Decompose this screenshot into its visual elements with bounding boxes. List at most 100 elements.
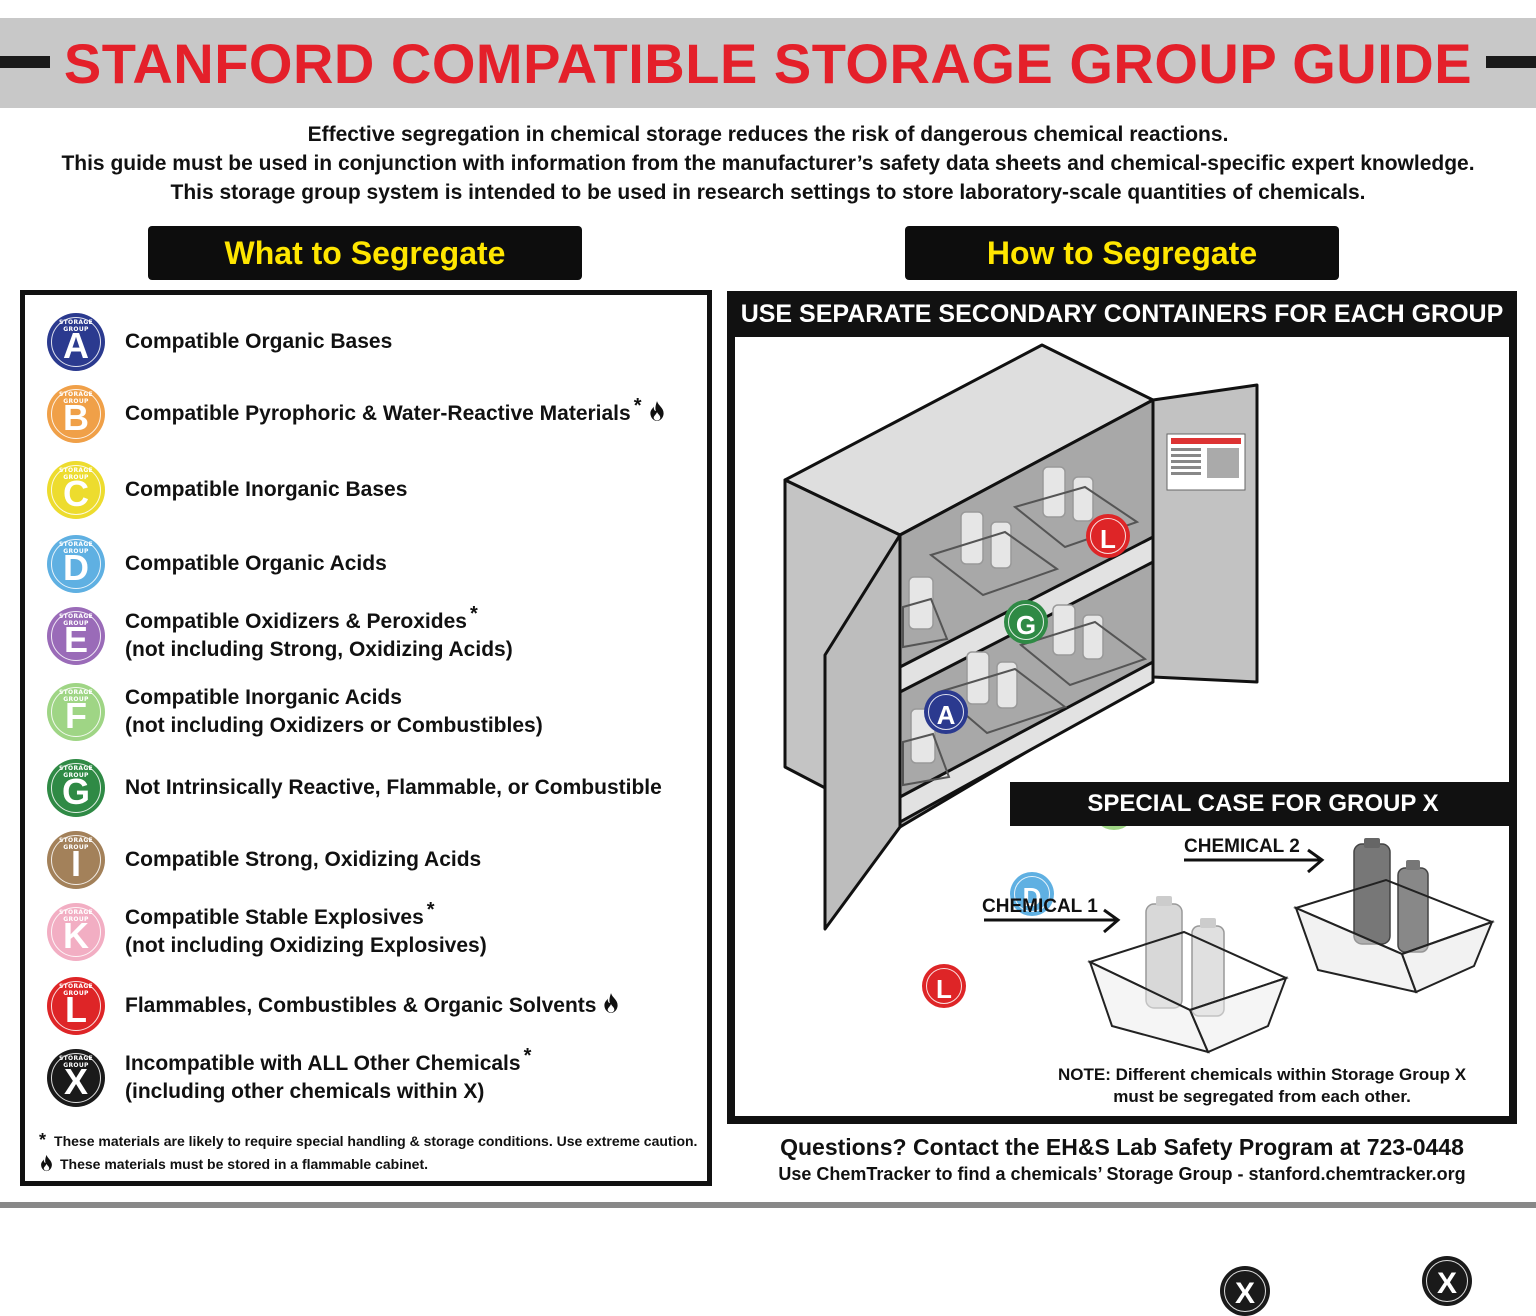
storage-group-description: Compatible Oxidizers & Peroxides* (not in…: [125, 603, 513, 664]
group-line-1: Compatible Inorganic Bases: [125, 478, 408, 501]
storage-group-description: Compatible Strong, Oxidizing Acids: [125, 846, 481, 874]
cabinet-badge-g: G: [1004, 600, 1048, 644]
group-line-1: Incompatible with ALL Other Chemicals*: [125, 1045, 532, 1075]
group-x-trays-illustration: [1087, 838, 1495, 1054]
group-line-1: Not Intrinsically Reactive, Flammable, o…: [125, 776, 662, 799]
badge-caption: STORAGE GROUP: [59, 983, 93, 997]
cabinet-badge-l-top: L: [1086, 514, 1130, 558]
footnote-flame-text: These materials must be stored in a flam…: [60, 1156, 429, 1172]
asterisk-icon: *: [523, 1045, 532, 1067]
storage-group-description: Incompatible with ALL Other Chemicals* (i…: [125, 1045, 532, 1106]
badge-caption: STORAGE GROUP: [59, 837, 93, 851]
secondary-containers-heading: USE SEPARATE SECONDARY CONTAINERS FOR EA…: [740, 299, 1504, 328]
chemical-1-bottles: [1145, 896, 1225, 1017]
storage-group-description: Flammables, Combustibles & Organic Solve…: [125, 992, 620, 1020]
storage-group-description: Compatible Organic Bases: [125, 328, 392, 356]
intro-text: Effective segregation in chemical storag…: [0, 120, 1536, 207]
group-line-2: (including other chemicals within X): [125, 1080, 485, 1103]
asterisk-icon: *: [39, 1130, 47, 1150]
chemical-1-x-badge: X: [1220, 1266, 1270, 1316]
badge-letter: F: [65, 695, 87, 736]
group-line-1: Compatible Organic Acids: [125, 552, 387, 575]
badge-letter: X: [63, 1061, 88, 1102]
storage-group-description: Compatible Inorganic Bases: [125, 476, 407, 504]
chemical-2-label: CHEMICAL 2: [1184, 836, 1300, 857]
note-line-1: NOTE: Different chemicals within Storage…: [1057, 1065, 1467, 1084]
page-title: STANFORD COMPATIBLE STORAGE GROUP GUIDE: [0, 18, 1536, 108]
intro-line-2: This guide must be used in conjunction w…: [61, 152, 1475, 175]
badge-caption: STORAGE GROUP: [59, 467, 93, 481]
storage-group-description: Compatible Stable Explosives* (not includ…: [125, 899, 487, 960]
group-line-2: (not including Oxidizers or Combustibles…: [125, 714, 543, 737]
chemtracker-line: Use ChemTracker to find a chemicals’ Sto…: [778, 1164, 1466, 1184]
storage-group-description: Compatible Organic Acids: [125, 550, 387, 578]
group-line-1: Flammables, Combustibles & Organic Solve…: [125, 992, 620, 1020]
badge-caption: STORAGE GROUP: [59, 391, 93, 405]
badge-caption: STORAGE GROUP: [59, 319, 93, 333]
badge-letter: I: [70, 843, 81, 884]
page-title-text: STANFORD COMPATIBLE STORAGE GROUP GUIDE: [49, 30, 1487, 96]
chemical-2-x-badge: X: [1422, 1256, 1472, 1306]
cabinet-badge-l-bottom: L: [922, 964, 966, 1008]
asterisk-icon: *: [426, 899, 435, 921]
storage-group-description: Compatible Inorganic Acids(not including…: [125, 684, 543, 740]
flame-icon: [649, 401, 664, 421]
group-x-note: NOTE: Different chemicals within Storage…: [1020, 1064, 1504, 1108]
special-case-heading: SPECIAL CASE FOR GROUP X: [1010, 782, 1516, 826]
badge-letter: B: [63, 397, 89, 438]
cabinet-right-door: [1151, 383, 1259, 684]
group-line-1: Compatible Stable Explosives*: [125, 899, 435, 929]
asterisk-icon: *: [633, 395, 642, 417]
group-line-1: Compatible Pyrophoric & Water-Reactive M…: [125, 395, 666, 428]
note-line-2: must be segregated from each other.: [1113, 1087, 1411, 1106]
how-to-segregate-heading: How to Segregate: [905, 226, 1339, 280]
group-line-2: (not including Oxidizing Explosives): [125, 934, 487, 957]
intro-line-3: This storage group system is intended to…: [170, 181, 1366, 204]
group-line-2: (not including Strong, Oxidizing Acids): [125, 638, 513, 661]
footnote-star-text: These materials are likely to require sp…: [54, 1133, 698, 1149]
group-line-1: Compatible Oxidizers & Peroxides*: [125, 603, 478, 633]
badge-letter: L: [65, 989, 87, 1030]
group-line-1: Compatible Strong, Oxidizing Acids: [125, 848, 482, 871]
chemical-2-bottles: [1353, 838, 1429, 953]
badge-caption: STORAGE GROUP: [59, 613, 93, 627]
badge-caption: STORAGE GROUP: [59, 909, 93, 923]
badge-letter: E: [63, 619, 88, 660]
chemical-1-arrow: [984, 908, 1121, 934]
intro-line-1: Effective segregation in chemical storag…: [307, 123, 1229, 146]
chemical-2-arrow: [1184, 848, 1325, 874]
chemical-1-label: CHEMICAL 1: [982, 896, 1098, 917]
badge-letter: D: [63, 547, 89, 588]
badge-letter: K: [63, 915, 89, 956]
contact-line: Questions? Contact the EH&S Lab Safety P…: [780, 1134, 1464, 1160]
cabinet-badge-d: D: [1010, 872, 1054, 916]
cabinet-badge-a: A: [924, 690, 968, 734]
bottom-rule: [0, 1202, 1536, 1208]
storage-group-description: Compatible Pyrophoric & Water-Reactive M…: [125, 395, 666, 428]
badge-caption: STORAGE GROUP: [59, 765, 93, 779]
flame-icon: [41, 1154, 52, 1172]
badge-caption: STORAGE GROUP: [59, 541, 93, 555]
what-to-segregate-heading: What to Segregate: [148, 226, 582, 280]
